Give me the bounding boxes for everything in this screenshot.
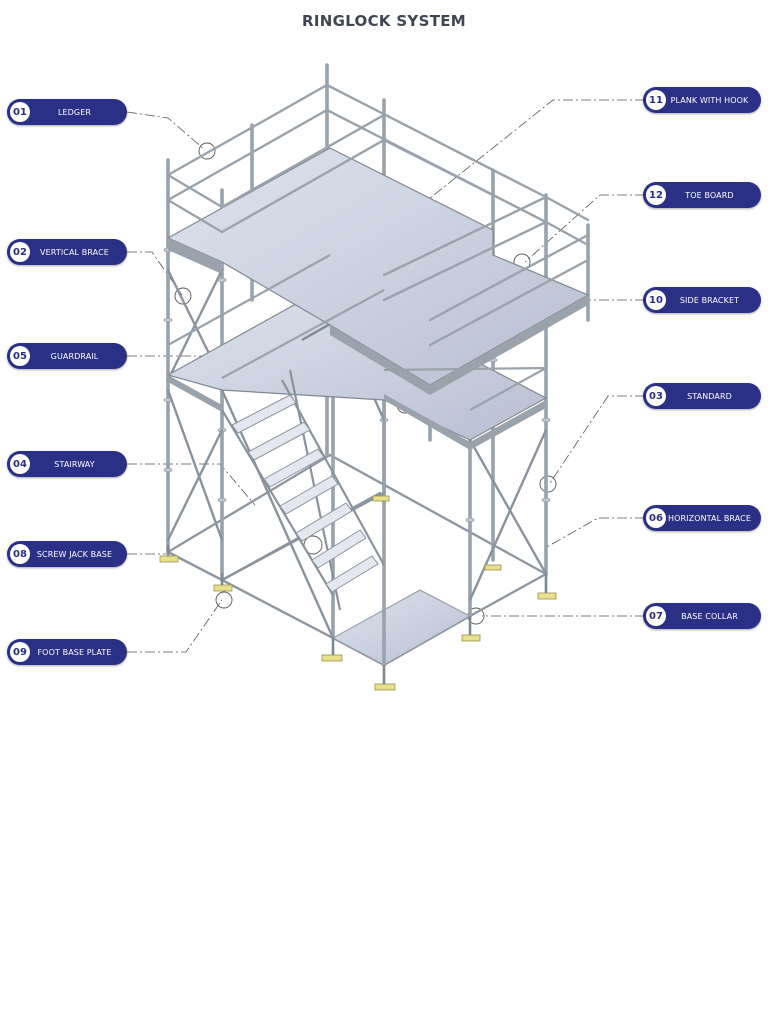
label-plank-with-hook: 11 PLANK WITH HOOK — [643, 87, 761, 113]
label-number: 09 — [10, 642, 30, 662]
callout-marker-ledger — [198, 142, 216, 160]
label-number: 07 — [646, 606, 666, 626]
label-number: 02 — [10, 242, 30, 262]
label-text: PLANK WITH HOOK — [670, 95, 749, 105]
leader-line-toe-board — [524, 194, 645, 263]
callout-marker-foot-plate — [215, 591, 233, 609]
label-number: 03 — [646, 386, 666, 406]
label-text: SIDE BRACKET — [679, 295, 740, 305]
label-number: 12 — [646, 185, 666, 205]
label-text: STANDARD — [687, 391, 732, 401]
label-text: STAIRWAY — [54, 459, 95, 469]
ground-plank — [331, 589, 472, 666]
diagram-title: RINGLOCK SYSTEM — [302, 12, 466, 30]
label-number: 11 — [646, 90, 666, 110]
label-text: HORIZONTAL BRACE — [667, 513, 752, 523]
label-text: BASE COLLAR — [681, 611, 738, 621]
callout-marker-vertical-brace — [174, 287, 192, 305]
label-toe-board: 12 TOE BOARD — [643, 182, 761, 208]
mid-rails — [167, 254, 547, 411]
label-horizontal-brace: 06 HORIZONTAL BRACE — [643, 505, 761, 531]
screw-jacks — [166, 545, 548, 684]
label-vertical-brace: 02 VERTICAL BRACE — [7, 239, 127, 265]
label-text: GUARDRAIL — [50, 351, 99, 361]
label-standard: 03 STANDARD — [643, 383, 761, 409]
label-number: 08 — [10, 544, 30, 564]
label-number: 06 — [646, 508, 666, 528]
label-number: 05 — [10, 346, 30, 366]
leader-line-horizontal-brace — [544, 517, 645, 549]
label-text: LEDGER — [57, 107, 92, 117]
callout-marker-standard — [539, 475, 557, 493]
leader-line-stairway — [127, 463, 256, 506]
label-number: 04 — [10, 454, 30, 474]
stair-treads — [231, 394, 379, 593]
guardrails — [166, 83, 590, 347]
label-number: 01 — [10, 102, 30, 122]
label-text: SCREW JACK BASE — [36, 549, 113, 559]
label-number: 10 — [646, 290, 666, 310]
label-ledger: 01 LEDGER — [7, 99, 127, 125]
leader-line-plank — [399, 99, 645, 223]
label-guardrail: 05 GUARDRAIL — [7, 343, 127, 369]
toe-board — [168, 238, 222, 274]
label-foot-base-plate: 09 FOOT BASE PLATE — [7, 639, 127, 665]
label-text: TOE BOARD — [685, 190, 734, 200]
leader-line-foot-plate — [127, 599, 223, 653]
label-screw-jack-base: 08 SCREW JACK BASE — [7, 541, 127, 567]
label-text: VERTICAL BRACE — [40, 247, 109, 257]
label-base-collar: 07 BASE COLLAR — [643, 603, 761, 629]
leader-line-standard — [549, 395, 645, 484]
label-side-bracket: 10 SIDE BRACKET — [643, 287, 761, 313]
label-stairway: 04 STAIRWAY — [7, 451, 127, 477]
leader-line-vertical-brace — [127, 251, 183, 296]
leader-line-ledger — [126, 111, 206, 151]
label-text: FOOT BASE PLATE — [37, 647, 112, 657]
